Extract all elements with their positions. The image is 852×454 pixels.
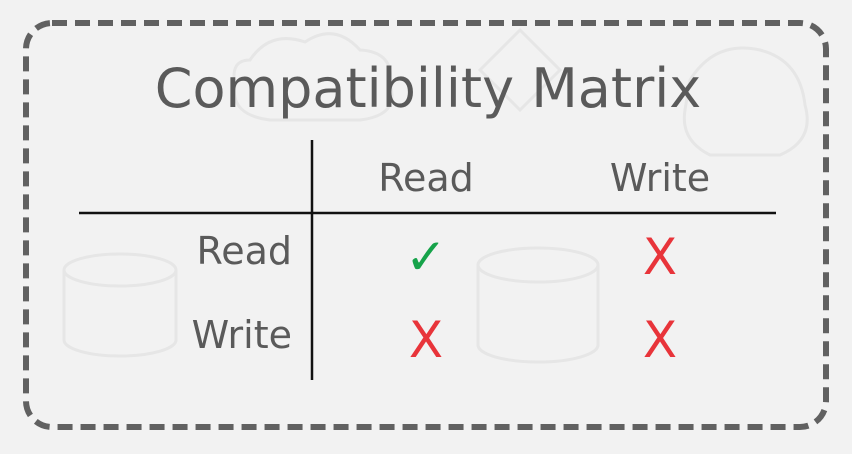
column-header-read: Read (378, 156, 473, 200)
watermark-database-icon-left (62, 252, 178, 358)
cell-read-write: X (643, 228, 677, 286)
cell-read-read: ✓ (405, 228, 447, 286)
watermark-database-icon-center (476, 246, 600, 364)
watermark-cloud-icon (232, 32, 394, 122)
row-label-write: Write (192, 313, 292, 357)
column-header-write: Write (610, 156, 710, 200)
watermark-robot-icon (682, 46, 809, 157)
cell-write-read: X (409, 311, 443, 369)
dashed-frame (23, 20, 829, 430)
watermark-diamond-shape (477, 27, 563, 113)
cell-write-write: X (643, 311, 677, 369)
matrix-title: Compatibility Matrix (155, 57, 702, 120)
background-watermark (62, 27, 809, 364)
row-label-read: Read (197, 229, 292, 273)
